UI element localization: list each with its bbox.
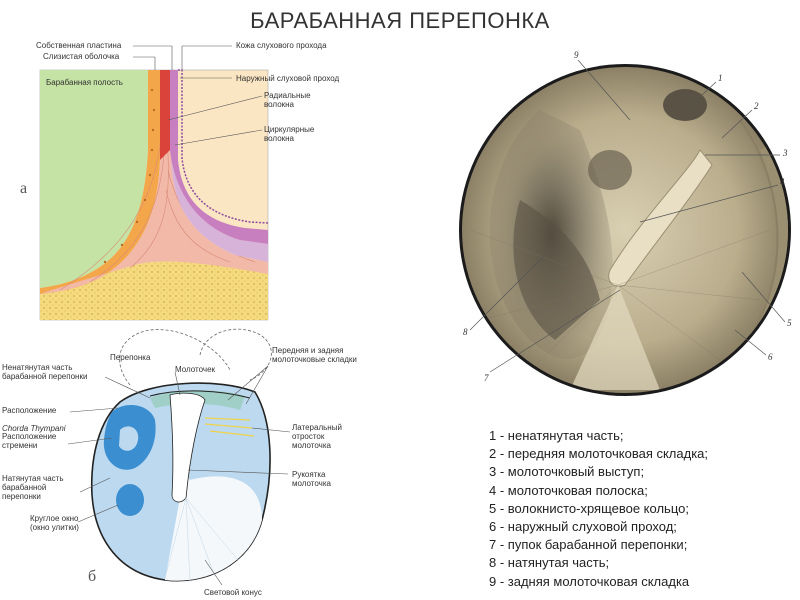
legend-item: 4 - молоточковая полоска; [489,482,648,498]
oto-number-8: 8 [463,327,468,337]
label-mucosa: Слизистая оболочка [43,52,120,61]
label-handle: Рукоятка молоточка [292,470,331,488]
label-chorda-location-text: Расположение [2,406,57,415]
label-membrane: Перепонка [110,353,151,362]
label-malleus-folds: Передняя и задняя молоточковые складки [272,346,357,364]
label-stapes: Расположение стремени [2,432,57,450]
legend-item: 8 - натянутая часть; [489,555,610,571]
legend-item: 1 - ненатянутая часть; [489,428,624,443]
label-lateral-process: Латеральный отросток молоточка [292,423,342,450]
oto-number-5: 5 [787,318,792,328]
oto-number-6: 6 [768,352,773,362]
label-light-cone: Световой конус [204,588,262,597]
page-title: БАРАБАННАЯ ПЕРЕПОНКА [250,8,550,33]
label-round-window: Круглое окно (окно улитки) [30,514,79,532]
label-pars-tensa: Натянутая часть барабанной перепонки [2,474,64,501]
oto-number-4: 4 [780,177,785,187]
figure-b-schema [67,328,291,586]
label-chorda-name: Chorda Thympani [2,424,66,433]
label-chorda-location: Расположение Chorda Thympani [2,397,66,433]
figure-a-letter: а [20,180,28,197]
oto-number-2: 2 [754,101,759,111]
oto-number-7: 7 [484,373,489,383]
legend-item: 6 - наружный слуховой проход; [489,519,677,535]
label-malleus: Молоточек [175,365,216,374]
label-lamina-propria: Собственная пластина [36,41,122,50]
label-ear-canal-skin: Кожа слухового прохода [236,41,327,50]
oto-number-9: 9 [574,50,579,60]
legend-item: 9 - задняя молоточковая складка [489,573,690,589]
label-circular-fibers: Циркулярные волокна [264,125,315,143]
oto-number-3: 3 [783,148,788,158]
legend-list: 1 - ненатянутая часть; 2 - передняя моло… [489,427,708,591]
legend-item: 2 - передняя молоточковая складка; [489,446,709,462]
legend-item: 3 - молоточковый выступ; [489,464,645,480]
label-external-canal: Наружный слуховой проход [236,74,340,83]
figure-a-section [39,45,269,321]
label-tympanic-cavity: Барабанная полость [46,78,123,87]
legend-item: 5 - волокнисто-хрящевое кольцо; [489,500,689,516]
legend-item: 7 - пупок барабанной перепонки; [489,537,688,553]
label-radial-fibers: Радиальные волокна [264,91,311,109]
oto-number-1: 1 [718,73,723,83]
figure-b-letter: б [88,568,97,585]
label-pars-flaccida: Ненатянутая часть барабанной перепонки [2,363,88,381]
otoscope-view [459,59,791,396]
